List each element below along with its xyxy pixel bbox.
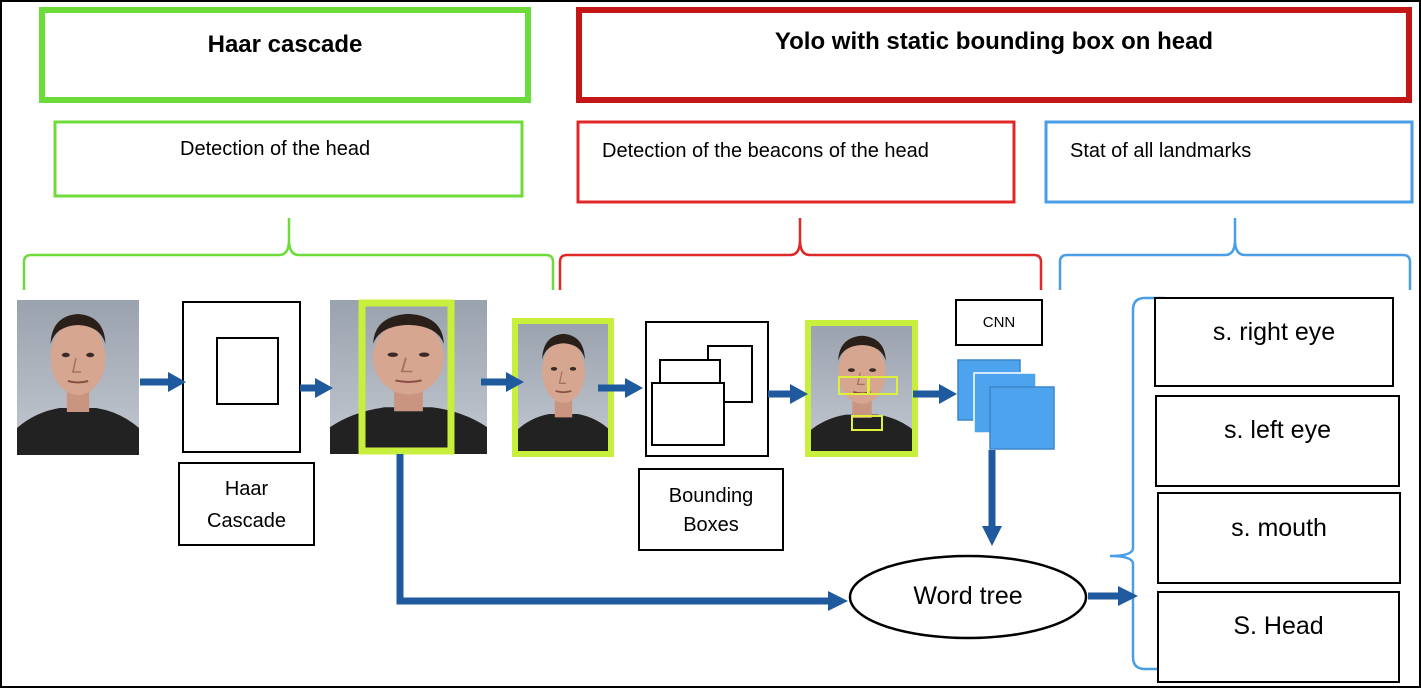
bounding-boxes-caption-line2: Boxes: [683, 514, 739, 536]
landmark-brace: [1058, 218, 1412, 290]
word-tree-node: [848, 554, 1088, 640]
bounding-boxes-caption-line1: Bounding: [668, 485, 754, 507]
haar-header-box: [39, 7, 531, 103]
haar-brace: [22, 218, 555, 290]
output-mouth-label: s. mouth: [1231, 513, 1327, 542]
yolo-header-title: Yolo with static bounding box on head: [774, 28, 1214, 55]
yolo-brace: [558, 218, 1043, 290]
output-left-eye-label: s. left eye: [1224, 415, 1331, 444]
mouth-box: [851, 415, 883, 431]
output-right-eye-label: s. right eye: [1212, 317, 1336, 346]
beacons-detection-label: Detection of the beacons of the head: [602, 140, 929, 162]
word-tree-label: Word tree: [913, 581, 1023, 610]
haar-cascade-caption-line2: Cascade: [207, 510, 286, 532]
haar-header-title: Haar cascade: [207, 31, 363, 58]
cropped-head-image: [512, 318, 614, 457]
output-bracket: [1109, 296, 1165, 671]
output-box-left-eye: [1155, 395, 1400, 487]
head-detection-label: Detection of the head: [180, 138, 371, 160]
haar-cascade-caption-box: [178, 462, 315, 546]
head-detection-box: [53, 120, 524, 198]
left-eye-box: [867, 376, 898, 395]
detected-head-image: [330, 299, 487, 455]
landmark-face-image: [805, 320, 918, 457]
bounding-boxes-caption-box: [638, 468, 784, 551]
input-face-image: [17, 300, 139, 455]
yolo-header-box: [576, 7, 1412, 103]
cnn-label: CNN: [982, 314, 1016, 331]
landmark-stat-label: Stat of all landmarks: [1070, 140, 1252, 162]
output-box-head: [1157, 591, 1400, 683]
haar-window-icon: [216, 337, 279, 405]
output-box-mouth: [1157, 492, 1401, 584]
output-head-label: S. Head: [1233, 611, 1324, 640]
landmark-stat-box: [1044, 120, 1414, 204]
cnn-label-box: [955, 299, 1043, 346]
flow-arrows: [140, 372, 1138, 611]
haar-cascade-caption-line1: Haar: [224, 478, 269, 500]
beacons-detection-box: [576, 120, 1016, 204]
output-box-right-eye: [1154, 297, 1394, 387]
cnn-layers-icon: [957, 359, 1055, 450]
